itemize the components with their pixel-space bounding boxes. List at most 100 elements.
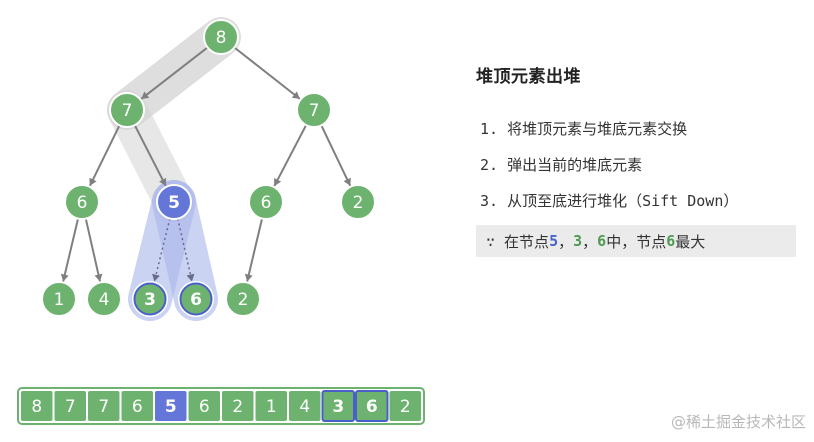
edge-arrow-11: [244, 273, 253, 282]
watermark: @稀土掘金技术社区: [670, 413, 806, 431]
edge-0-2: [233, 46, 301, 100]
array-cell-label: 6: [366, 397, 378, 417]
node-label: 6: [261, 193, 272, 213]
array-cell: 1: [255, 391, 287, 421]
tree-node: 2: [225, 281, 261, 317]
array-cell-label: 5: [165, 397, 177, 417]
array-cell-label: 4: [299, 397, 310, 417]
array-cell-box: [188, 391, 220, 421]
array-cell: 8: [21, 391, 53, 421]
node-circle: [41, 281, 77, 317]
node-label: 7: [309, 101, 320, 121]
array-cell-label: 2: [232, 397, 243, 417]
tree-node: 1: [41, 281, 77, 317]
array-cell-box: [222, 391, 254, 421]
edge-3-8: [84, 218, 101, 282]
array-cell: 6: [188, 391, 220, 421]
node-label: 4: [99, 290, 110, 310]
node-circle: [178, 281, 214, 317]
node-label: 7: [122, 101, 133, 121]
edge-arrow-7: [60, 273, 69, 282]
edge-4-10: [177, 218, 193, 282]
node-circle: [296, 92, 332, 128]
tree-node: 2: [340, 184, 376, 220]
node-label: 2: [353, 193, 364, 213]
node-circle: [340, 184, 376, 220]
array-cell-box: [389, 391, 421, 421]
node-circle: [64, 184, 100, 220]
array-cell: 2: [389, 391, 421, 421]
step-2: 2. 弹出当前的堆底元素: [480, 156, 643, 174]
array-cell-label: 8: [31, 397, 42, 417]
node-label: 2: [238, 290, 249, 310]
edge-5-11: [246, 218, 264, 282]
node-label: 8: [216, 28, 227, 48]
array-cell-box: [88, 391, 120, 421]
edge-arrow-9: [152, 273, 160, 282]
array-cell-box: [121, 391, 153, 421]
array-cell: 5: [155, 391, 187, 421]
edge-3-7: [62, 218, 80, 282]
edge-2-6: [320, 124, 352, 187]
array-cell-box: [321, 390, 355, 422]
note-node-a: 5: [549, 232, 559, 250]
edge-1-3: [89, 124, 121, 187]
edge-2-5: [273, 124, 308, 187]
node-circle: [156, 184, 192, 220]
array-cell: 3: [321, 390, 355, 422]
array-cell-box: [155, 391, 187, 421]
path-shading: [107, 17, 241, 321]
array-cell: 7: [88, 391, 120, 421]
node-circle: [132, 281, 168, 317]
node-circle: [225, 281, 261, 317]
node-label: 5: [168, 193, 180, 213]
tree-edges: [60, 46, 352, 282]
note-prefix: ∵ 在节点: [486, 232, 550, 251]
note-suffix: 最大: [675, 232, 706, 251]
array-cell-box: [355, 390, 389, 422]
array-cell-box: [255, 391, 287, 421]
edge-arrow-8: [94, 273, 103, 282]
heap-array: 8 7 7 6 5 6 2 1 4 3 6 2: [17, 387, 425, 425]
array-cell: 2: [222, 391, 254, 421]
node-outline: [133, 282, 167, 316]
array-cell-box: [289, 391, 321, 421]
array-cell-label: 3: [332, 397, 344, 417]
node-label: 1: [54, 290, 65, 310]
edge-arrow-2: [291, 91, 300, 99]
node-label: 3: [144, 290, 156, 310]
note-sep-1: ，: [558, 232, 574, 251]
array-cell-box: [54, 391, 86, 421]
edge-arrow-4: [159, 177, 167, 186]
tree-node: 6: [178, 281, 214, 317]
tree-nodes: 8 7 7 6 5 6 2 1 4 3 6 2: [41, 19, 376, 317]
node-circle: [248, 184, 284, 220]
section-title: 堆顶元素出堆: [476, 67, 581, 87]
array-cell: 6: [121, 391, 153, 421]
note-node-c: 6: [597, 232, 607, 250]
step-3: 3. 从顶至底进行堆化（Sift Down）: [480, 192, 739, 210]
tree-node: 6: [64, 184, 100, 220]
array-cell-label: 6: [132, 397, 143, 417]
array-cell-label: 7: [98, 397, 109, 417]
tree-node: 5: [156, 184, 192, 220]
array-cell: 7: [54, 391, 86, 421]
edge-4-9: [153, 218, 171, 282]
array-cell-label: 6: [199, 397, 210, 417]
array-cell-label: 2: [400, 397, 411, 417]
node-circle: [109, 92, 145, 128]
edge-arrow-6: [343, 177, 351, 186]
comparison-note: ∵ 在节点 5 ， 3 ， 6 中，节点 6 最大: [476, 225, 796, 257]
node-outline: [179, 282, 213, 316]
array-cell-label: 1: [266, 397, 277, 417]
tree-node: 7: [296, 92, 332, 128]
node-circle: [86, 281, 122, 317]
array-cell: 4: [289, 391, 321, 421]
tree-node: 6: [248, 184, 284, 220]
array-cell: 6: [355, 390, 389, 422]
edge-arrow-10: [186, 273, 195, 282]
note-node-d: 6: [666, 232, 676, 250]
array-cell-label: 7: [65, 397, 76, 417]
edge-arrow-5: [274, 177, 282, 187]
